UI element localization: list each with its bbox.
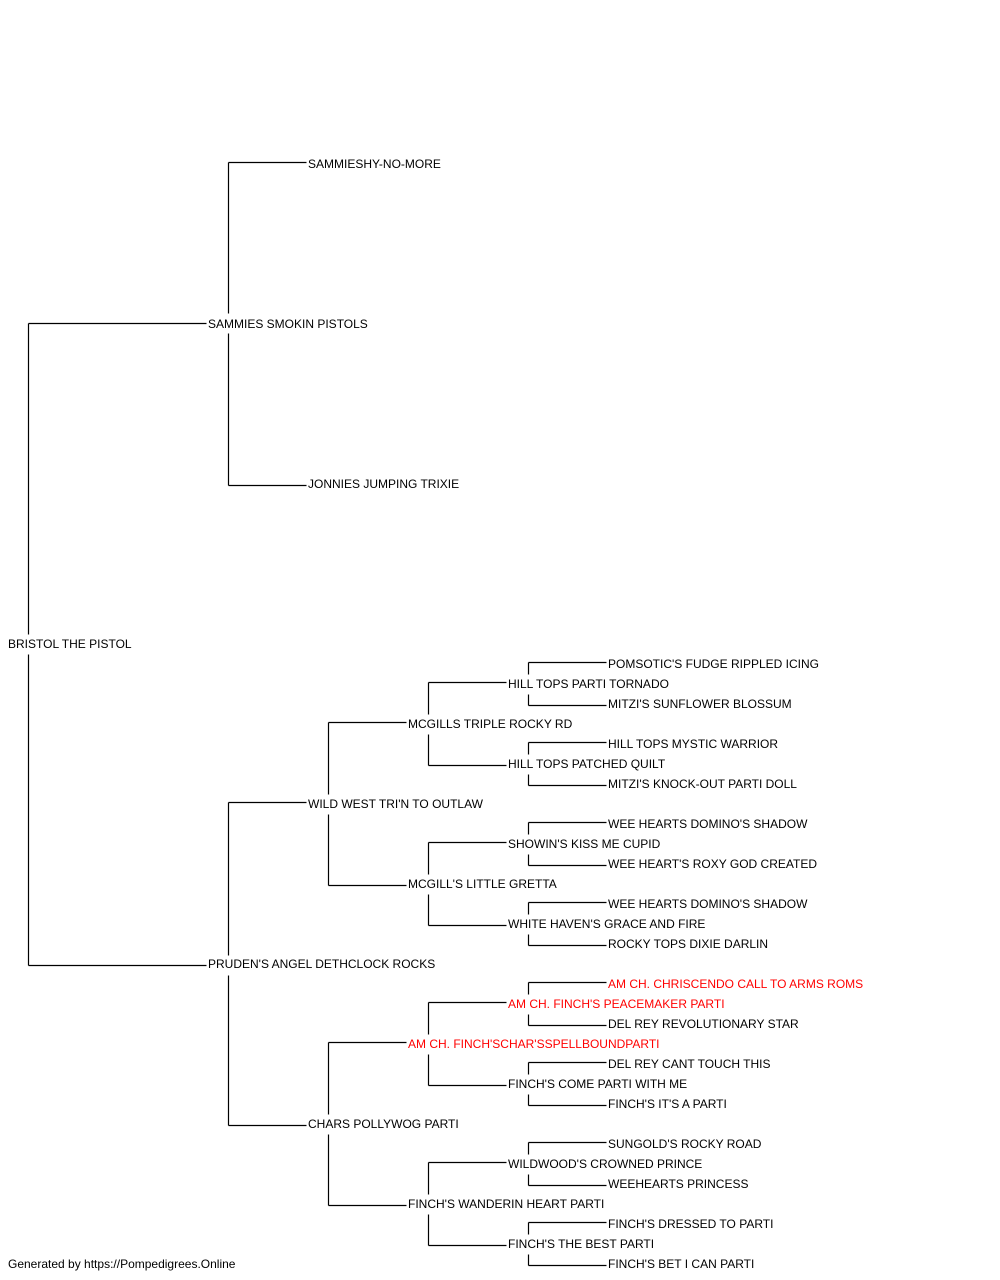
- dam-sire-name: WILD WEST TRI'N TO OUTLAW: [308, 797, 483, 811]
- gen5-name-14: WEEHEARTS PRINCESS: [608, 1177, 749, 1191]
- gen5-name-7: WEE HEARTS DOMINO'S SHADOW: [608, 897, 808, 911]
- dam-dam-dam-sire-name: WILDWOOD'S CROWNED PRINCE: [508, 1157, 703, 1171]
- dam-dam-sire-name: AM CH. FINCH'SCHAR'SSPELLBOUNDPARTI: [408, 1037, 660, 1051]
- dam-sire-sire-sire-name: HILL TOPS PARTI TORNADO: [508, 677, 669, 691]
- sire-name: SAMMIES SMOKIN PISTOLS: [208, 317, 368, 331]
- gen5-name-8: ROCKY TOPS DIXIE DARLIN: [608, 937, 769, 951]
- dam-dam-dam-dam-name: FINCH'S THE BEST PARTI: [508, 1237, 655, 1251]
- dam-dam-name: CHARS POLLYWOG PARTI: [308, 1117, 459, 1131]
- gen5-name-4: MITZI'S KNOCK-OUT PARTI DOLL: [608, 777, 797, 791]
- sire-dam-name: JONNIES JUMPING TRIXIE: [308, 477, 460, 491]
- dam-dam-dam-name: FINCH'S WANDERIN HEART PARTI: [408, 1197, 605, 1211]
- gen5-name-5: WEE HEARTS DOMINO'S SHADOW: [608, 817, 808, 831]
- dam-dam-sire-sire-name: AM CH. FINCH'S PEACEMAKER PARTI: [508, 997, 725, 1011]
- dam-sire-dam-sire-name: SHOWIN'S KISS ME CUPID: [508, 837, 661, 851]
- dam-sire-dam-dam-name: WHITE HAVEN'S GRACE AND FIRE: [508, 917, 706, 931]
- gen5-name-3: HILL TOPS MYSTIC WARRIOR: [608, 737, 779, 751]
- sire-sire-name: SAMMIESHY-NO-MORE: [308, 157, 441, 171]
- dam-sire-sire-name: MCGILLS TRIPLE ROCKY RD: [408, 717, 573, 731]
- dam-name: PRUDEN'S ANGEL DETHCLOCK ROCKS: [208, 957, 436, 971]
- gen5-name-13: SUNGOLD'S ROCKY ROAD: [608, 1137, 762, 1151]
- dam-sire-dam-name: MCGILL'S LITTLE GRETTA: [408, 877, 557, 891]
- gen5-name-9: AM CH. CHRISCENDO CALL TO ARMS ROMS: [608, 977, 864, 991]
- dam-sire-sire-dam-name: HILL TOPS PATCHED QUILT: [508, 757, 666, 771]
- gen5-name-6: WEE HEART'S ROXY GOD CREATED: [608, 857, 817, 871]
- gen5-name-2: MITZI'S SUNFLOWER BLOSSUM: [608, 697, 792, 711]
- gen5-name-10: DEL REY REVOLUTIONARY STAR: [608, 1017, 799, 1031]
- gen5-name-1: POMSOTIC'S FUDGE RIPPLED ICING: [608, 657, 819, 671]
- gen5-name-15: FINCH'S DRESSED TO PARTI: [608, 1217, 774, 1231]
- dam-dam-sire-dam-name: FINCH'S COME PARTI WITH ME: [508, 1077, 688, 1091]
- gen5-name-12: FINCH'S IT'S A PARTI: [608, 1097, 727, 1111]
- gen5-name-16: FINCH'S BET I CAN PARTI: [608, 1257, 755, 1271]
- footer-credit: Generated by https://Pompedigrees.Online: [8, 1257, 236, 1271]
- gen5-name-11: DEL REY CANT TOUCH THIS: [608, 1057, 771, 1071]
- subject-name: BRISTOL THE PISTOL: [8, 637, 132, 651]
